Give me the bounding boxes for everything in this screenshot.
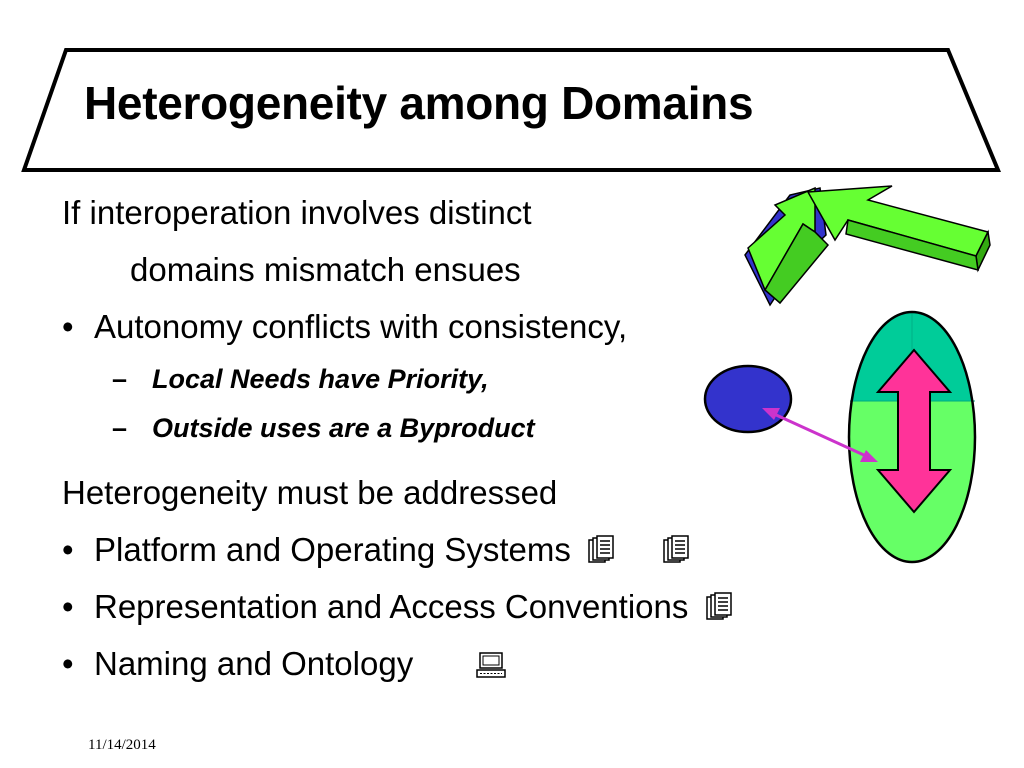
computer-icon (476, 652, 507, 678)
bullet-text: Platform and Operating Systems (94, 531, 571, 568)
date-footer: 11/14/2014 (88, 737, 156, 753)
pink-double-arrow-graphic (875, 348, 953, 514)
intro-line-2: domains mismatch ensues (130, 251, 521, 288)
green-arrow-left-graphic (747, 186, 830, 305)
connector-arrow-graphic (762, 408, 878, 462)
bullet-marker: • (62, 588, 74, 625)
small-domain-circle (703, 364, 793, 434)
title-frame (21, 48, 1001, 172)
bullet-item-naming: • Naming and Ontology (62, 644, 507, 684)
slide-title: Heterogeneity among Domains (84, 77, 754, 129)
bullet-item-representation: • Representation and Access Conventions (62, 587, 732, 627)
document-icon (663, 535, 689, 563)
sub-item-local-needs: –Local Needs have Priority, (112, 362, 489, 396)
bullet-text: Naming and Ontology (94, 645, 414, 682)
sub-item-outside-uses: –Outside uses are a Byproduct (112, 411, 535, 445)
intro-line-1: If interoperation involves distinct (62, 194, 532, 231)
bullet-marker: • (62, 308, 74, 345)
green-arrow-right-graphic (806, 185, 991, 273)
bullet-marker: • (62, 531, 74, 568)
bullet-item-platform: • Platform and Operating Systems (62, 530, 689, 570)
document-icon (588, 535, 614, 563)
heading-heterogeneity: Heterogeneity must be addressed (62, 474, 558, 511)
bullet-text: Representation and Access Conventions (94, 588, 689, 625)
sub-text: Outside uses are a Byproduct (152, 413, 535, 443)
document-icon (705, 592, 732, 620)
bullet-item-autonomy: • Autonomy conflicts with consistency, (62, 307, 627, 347)
dash-marker: – (112, 364, 128, 394)
bullet-marker: • (62, 645, 74, 682)
sub-text: Local Needs have Priority, (152, 364, 489, 394)
bullet-text: Autonomy conflicts with consistency, (94, 308, 628, 345)
dash-marker: – (112, 413, 128, 443)
